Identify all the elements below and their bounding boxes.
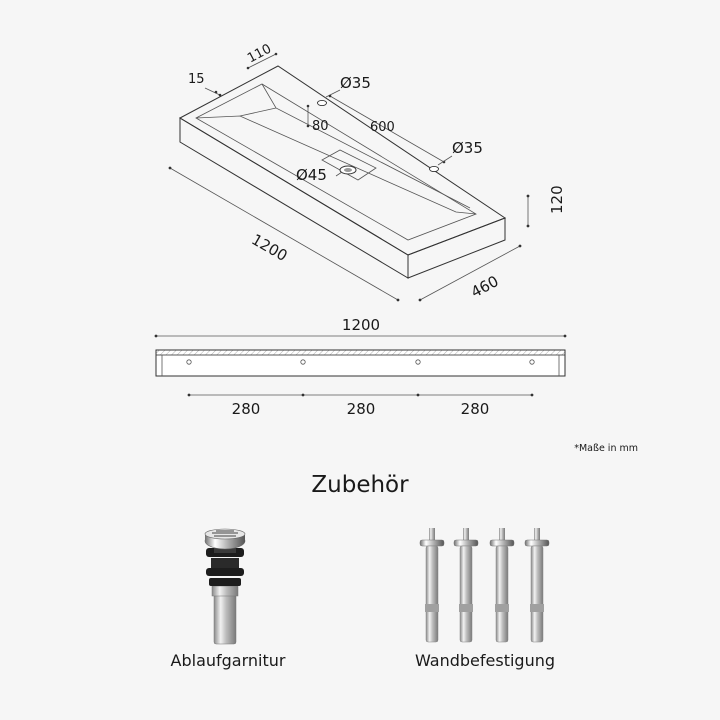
drain-fitting-icon — [204, 528, 246, 645]
wall-anchor-bolt-icon — [419, 528, 550, 643]
dim-width-label: 1200 — [248, 230, 290, 265]
accessory-label-drain: Ablaufgarnitur — [171, 651, 286, 670]
accessories-title: Zubehör — [311, 472, 409, 498]
mount-hole — [300, 359, 306, 365]
side-spacing-label-1: 280 — [232, 400, 261, 418]
basin-top-face — [178, 65, 507, 256]
mount-hole — [529, 359, 535, 365]
side-spacing-label-2: 280 — [347, 400, 376, 418]
dim-hole-right-label: Ø35 — [452, 139, 483, 157]
side-view-hatch-strip — [155, 349, 566, 356]
hole-right — [429, 165, 439, 173]
dim-wall-label: 15 — [188, 72, 205, 87]
dim-depth-label: 460 — [468, 272, 502, 301]
basin-isometric-view: 110 15 Ø35 80 600 Ø35 Ø45 1200 460 — [168, 42, 566, 301]
units-note: *Maße in mm — [574, 443, 638, 454]
dim-height-label: 120 — [548, 185, 566, 214]
dim-hole-left-label: Ø35 — [340, 74, 371, 92]
basin-right-face — [407, 217, 506, 279]
dim-drain-label: Ø45 — [296, 166, 327, 184]
hole-left — [317, 99, 327, 107]
mount-hole — [415, 359, 421, 365]
side-spacing-label-3: 280 — [461, 400, 490, 418]
dim-offset-label: 80 — [312, 119, 329, 134]
basin-inner-rim — [195, 83, 477, 241]
basin-front-face — [179, 117, 409, 279]
dim-rim-label: 110 — [245, 42, 274, 67]
mount-hole — [186, 359, 192, 365]
dim-hole-spacing-label: 600 — [370, 120, 395, 135]
basin-side-view: 1200 280 280 280 — [154, 316, 567, 418]
side-dim-total-label: 1200 — [342, 316, 380, 334]
accessory-label-wall-mount: Wandbefestigung — [415, 651, 555, 670]
